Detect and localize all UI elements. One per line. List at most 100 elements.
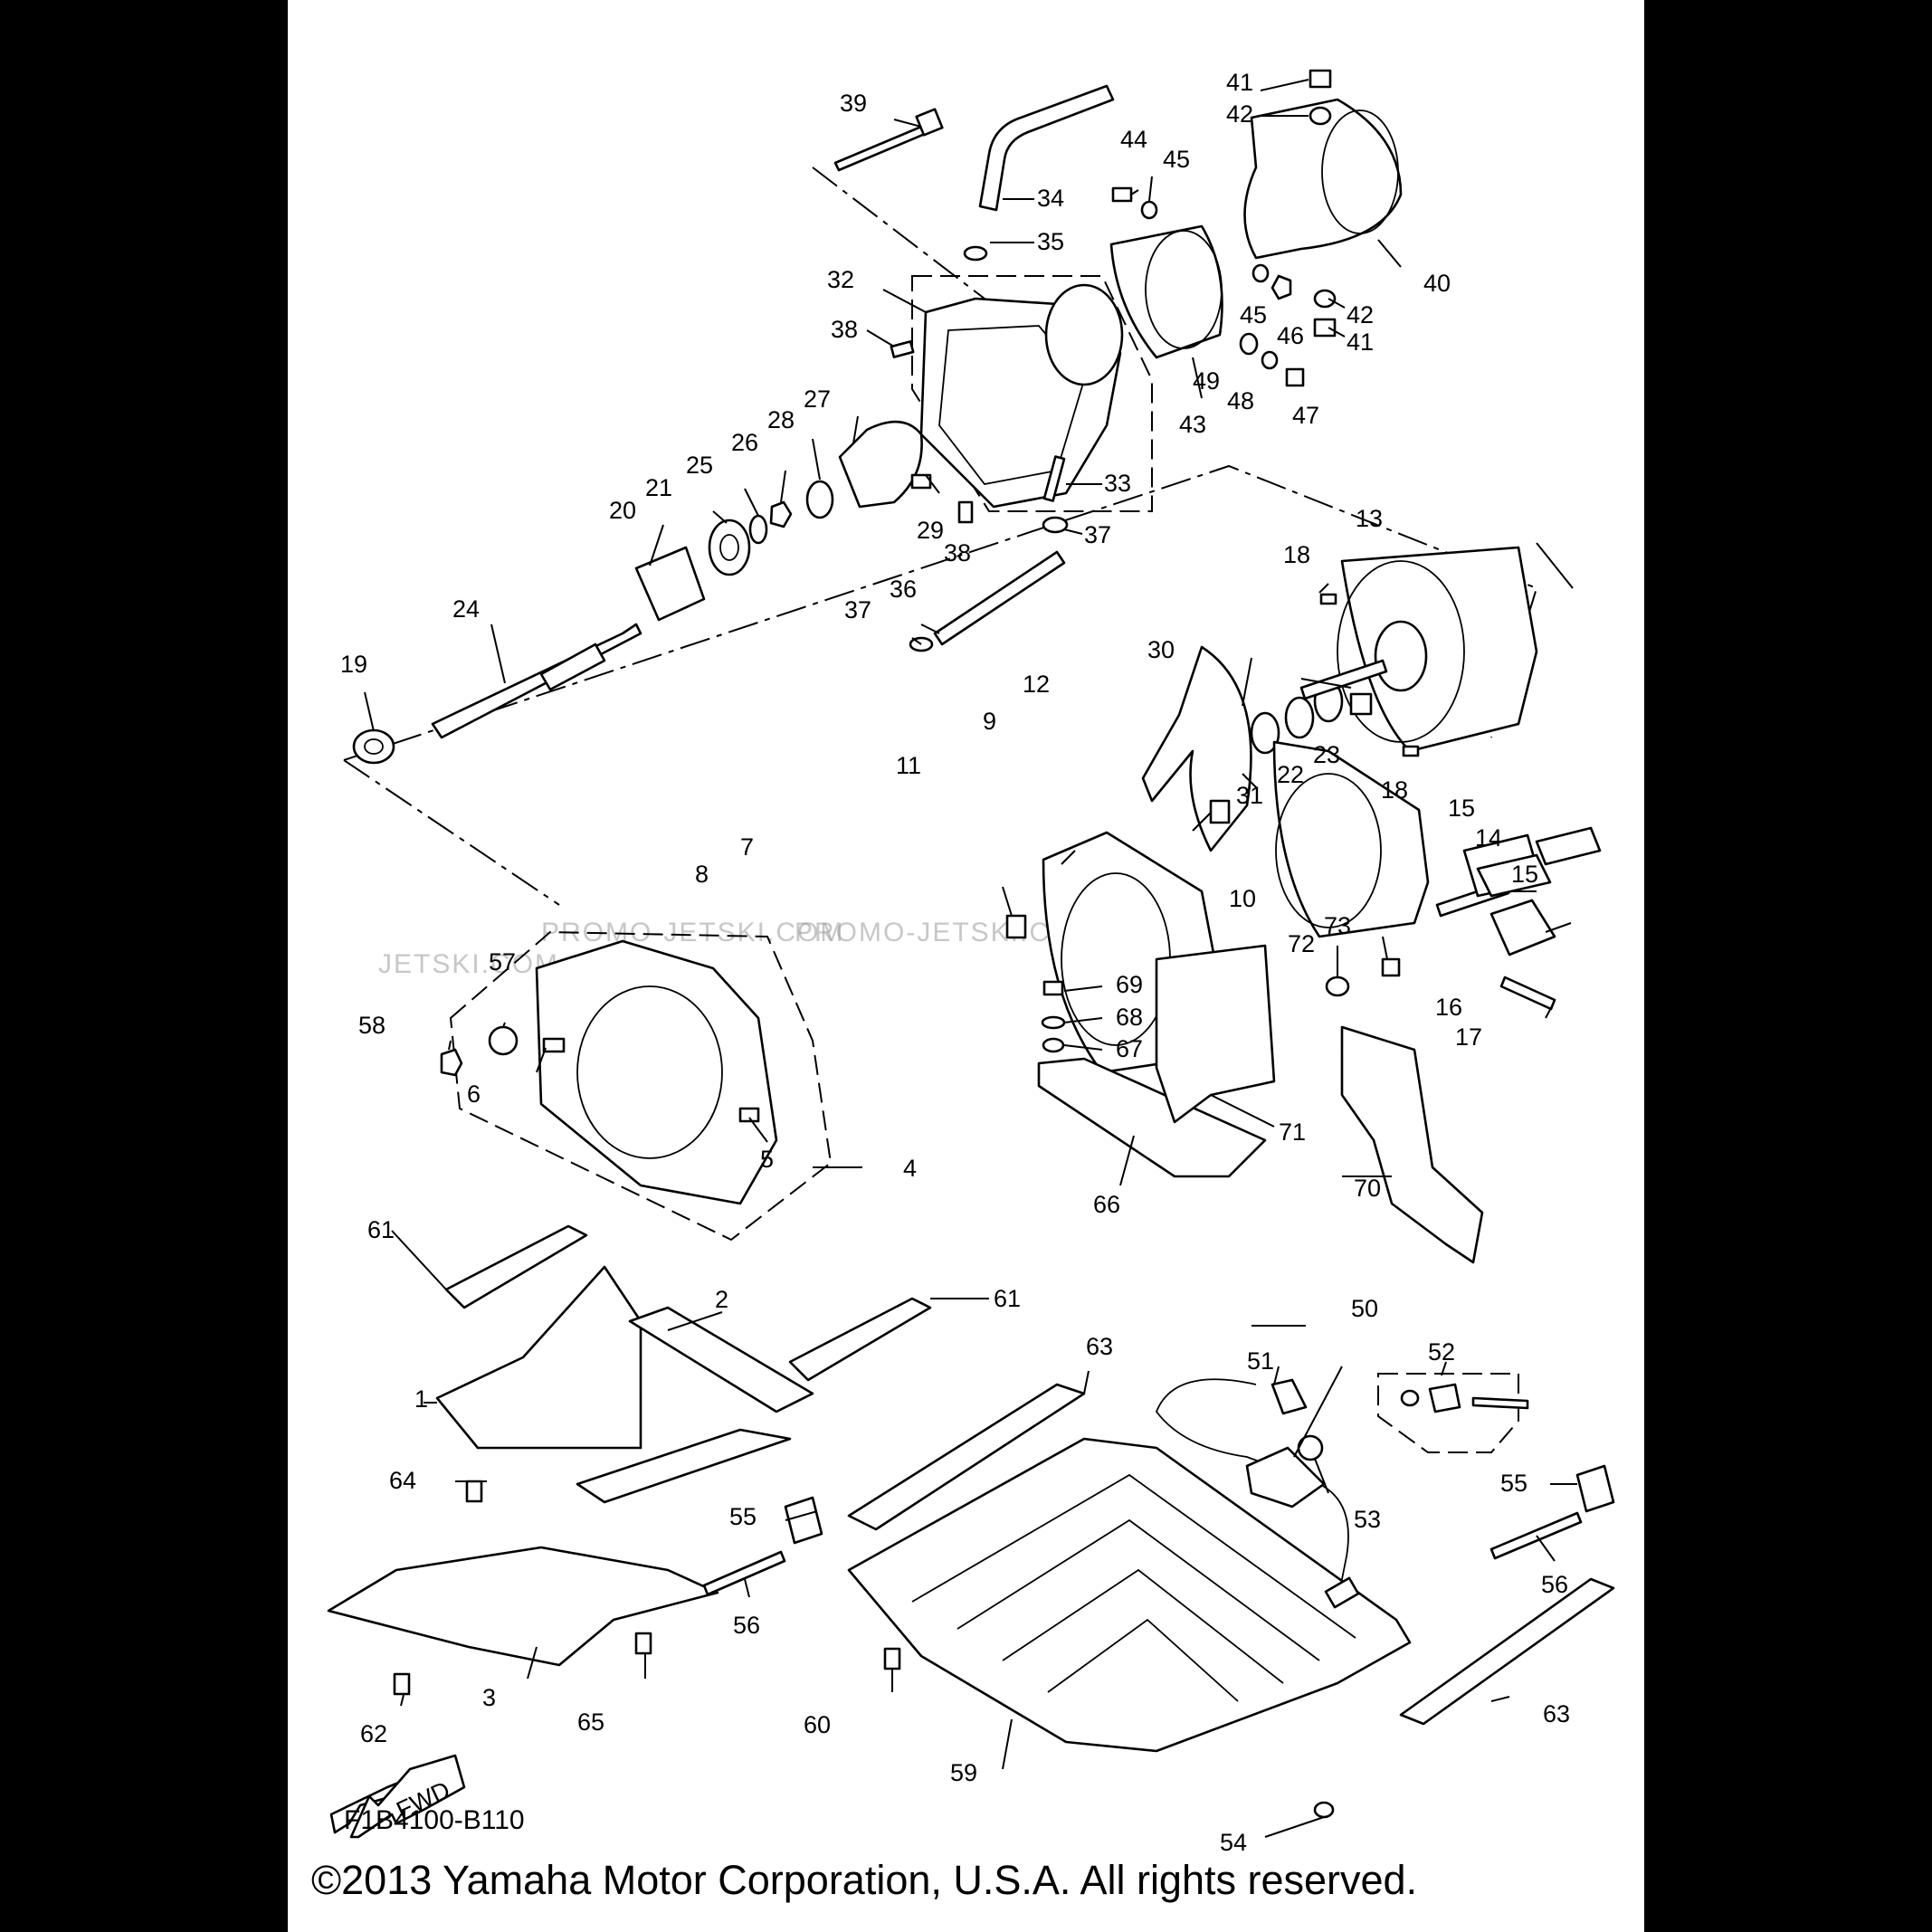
callout-3: 3 [482,1684,496,1711]
callout-18-top: 18 [1283,541,1310,568]
part-45-washer-right [1252,263,1270,283]
callout-17: 17 [1455,1023,1482,1051]
part-49-collar [1239,332,1259,356]
callout-52: 52 [1428,1338,1455,1366]
callout-47: 47 [1292,402,1319,429]
sensor-kit-dashed-box [1377,1373,1519,1453]
forward-arrow: FWD [329,1754,466,1839]
part-20-sleeve [634,546,706,622]
part-21-bearing [708,519,751,576]
callout-4: 4 [903,1155,917,1182]
callout-59: 59 [950,1759,977,1786]
exploded-parts-diagram: JETSKI.COM PROMO-JETSKI.COM PROMO-JETSKI… [327,69,1615,1856]
callout-30: 30 [1147,636,1175,663]
part-54-screw [1313,1801,1335,1819]
callout-54: 54 [1220,1829,1247,1856]
part-25-washer [748,514,768,545]
watermark-text-1: JETSKI.COM [378,949,559,979]
callout-38-bottom: 38 [944,539,971,566]
callout-44: 44 [1120,126,1147,153]
part-70-plate [1340,1025,1484,1264]
callout-46: 46 [1277,322,1304,349]
part-50-sensor-bracket [1245,1446,1326,1508]
part-12-bolt [1349,692,1373,716]
part-19-seal [352,728,395,765]
part-67-washer [1042,1037,1065,1053]
part-4-intake-duct [535,939,778,1205]
pump-group-chain-line-2 [343,759,560,906]
part-37-clamp-top [1042,516,1069,534]
part-66-bracket [1037,1057,1267,1178]
callout-14: 14 [1475,824,1502,852]
callout-37-bottom: 37 [844,596,871,623]
callout-55-left: 55 [729,1503,757,1530]
part-27-cap [838,420,923,509]
part-46-nut [1271,274,1292,300]
callout-40: 40 [1423,270,1451,297]
part-56-tie-left [702,1550,786,1596]
callout-53: 53 [1354,1506,1381,1533]
callout-64: 64 [389,1467,416,1494]
callout-58: 58 [358,1012,385,1039]
part-48-washer [1261,350,1279,370]
part-38-pin-bottom [957,500,974,524]
callout-11: 11 [896,752,921,779]
part-28-o-ring [805,480,834,519]
callout-56-right: 56 [1541,1571,1568,1598]
part-16-bracket [1489,899,1556,956]
callout-67: 67 [1116,1035,1143,1062]
callout-20: 20 [609,497,636,524]
callout-9: 9 [983,708,996,735]
part-41-bolt-top [1309,69,1332,89]
part-73-bolt [1381,957,1401,977]
part-64-bolt [465,1480,483,1503]
callout-5: 5 [760,1146,774,1173]
callout-12: 12 [1023,671,1050,698]
callout-32: 32 [827,266,854,293]
callout-6: 6 [467,1080,481,1108]
part-57-washer [488,1025,519,1056]
callout-39: 39 [840,90,867,117]
callout-41-top: 41 [1226,69,1253,96]
part-68-washer [1041,1015,1066,1030]
callout-63-top: 63 [1086,1333,1113,1360]
callout-22: 22 [1277,761,1304,788]
part-11-collar [1209,799,1231,824]
callout-labels: 1 2 3 4 5 6 7 8 9 10 11 12 13 14 15 15 1… [340,69,1570,1856]
part-32-pump-housing [919,283,1124,509]
part-52-kit-bracket [1428,1383,1461,1413]
callout-69: 69 [1116,971,1143,998]
part-2-strake-base [576,1428,792,1504]
callout-56-left: 56 [733,1612,760,1639]
callout-51: 51 [1247,1347,1274,1375]
part-3-sponson-right [327,1546,719,1667]
callout-61-left: 61 [367,1216,395,1243]
callout-10: 10 [1229,885,1256,912]
part-52-kit-bolt [1471,1396,1529,1410]
part-39-bolt [833,125,927,172]
callout-2: 2 [715,1286,728,1313]
callout-27: 27 [804,385,831,413]
part-33-pin [1042,455,1066,502]
callout-45-top: 45 [1163,146,1190,173]
callout-71: 71 [1279,1118,1306,1146]
callout-18-bottom: 18 [1381,776,1408,804]
callout-26: 26 [731,429,758,456]
callout-24: 24 [452,595,480,623]
part-18-pin-top [1319,593,1337,605]
part-59-intake-grate [847,1437,1412,1753]
callout-68: 68 [1116,1004,1143,1031]
part-6-stud [542,1037,566,1053]
part-61-mount-right [788,1297,932,1382]
callout-25: 25 [686,452,713,479]
callout-1: 1 [414,1385,428,1413]
diagram-code: F1B4100-B110 [344,1805,525,1835]
part-24-drive-shaft [431,623,642,739]
part-45-washer-top [1140,200,1158,220]
callout-33: 33 [1104,470,1131,497]
part-47-bolt [1285,367,1305,387]
part-55-clip-right [1575,1464,1615,1513]
callout-42-top: 42 [1226,100,1253,128]
callout-35: 35 [1037,228,1064,255]
callout-45-right: 45 [1240,301,1267,328]
